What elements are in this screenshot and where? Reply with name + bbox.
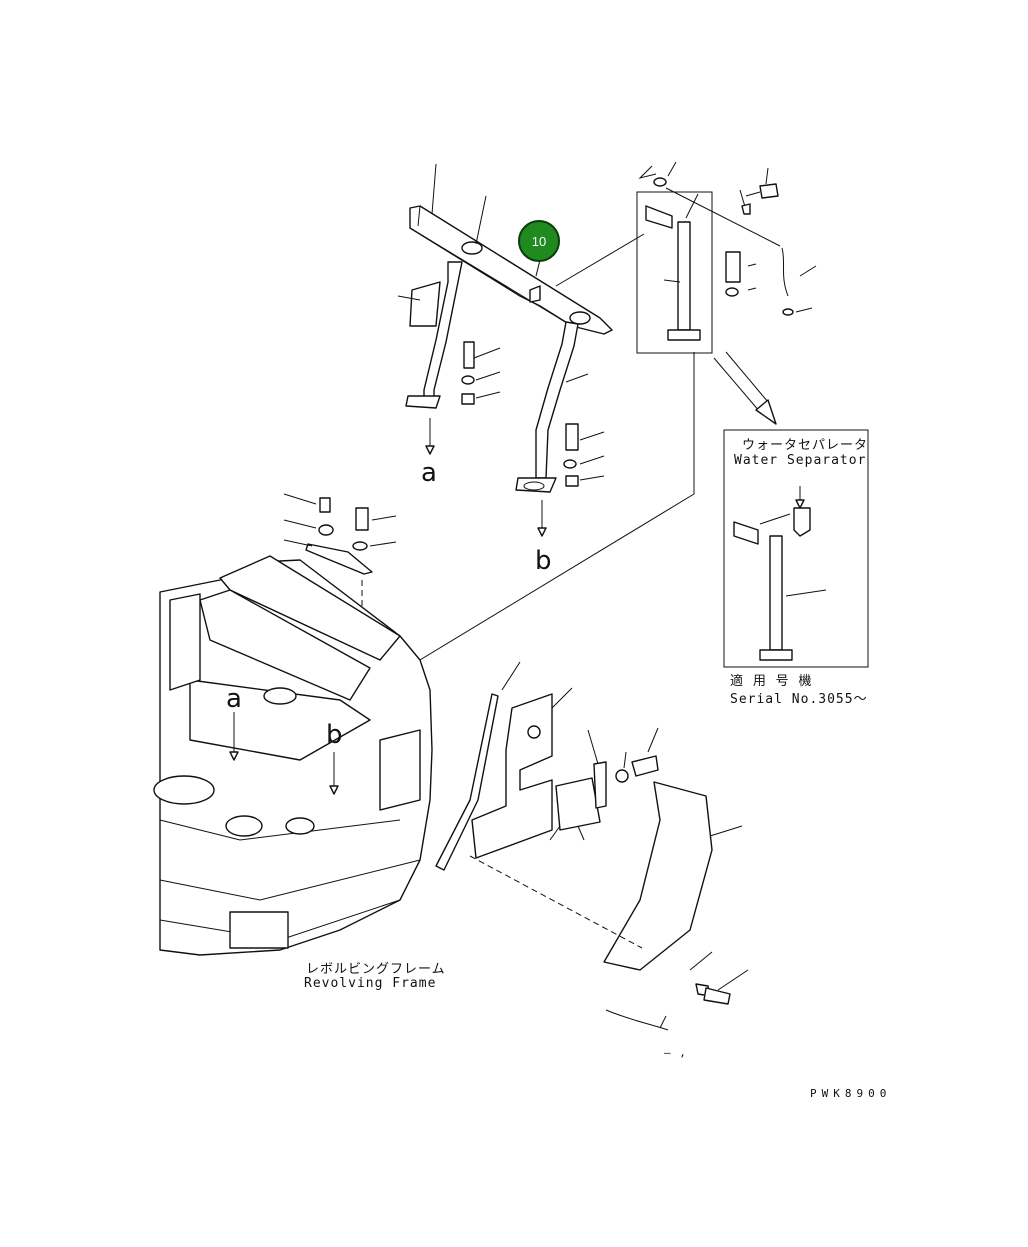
- water-separator-box: [723, 429, 869, 668]
- serial-label-jp: 適 用 号 機: [730, 674, 813, 689]
- serial-label-en: Serial No.3055〜: [730, 692, 868, 707]
- reference-letter-b: b: [535, 546, 552, 576]
- revolving-frame-label-en: Revolving Frame: [304, 976, 437, 991]
- water-separator-label-en: Water Separator: [734, 453, 867, 468]
- mount-plate-assembly: [283, 493, 397, 640]
- part-marker: – ,: [664, 1046, 687, 1059]
- reference-letter-b-frame: b: [326, 720, 343, 750]
- water-separator-label-jp: ウォータセパレータ: [742, 438, 869, 453]
- drawing-code: PWK8900: [810, 1087, 892, 1100]
- reference-letter-a: a: [421, 458, 437, 488]
- callout-number-badge[interactable]: 10: [518, 220, 560, 262]
- revolving-frame: [153, 555, 433, 956]
- reference-letter-a-frame: a: [226, 684, 242, 714]
- side-covers: [435, 661, 749, 1031]
- tube-stand-detail: [409, 161, 817, 667]
- upper-bracket-assembly: [397, 163, 645, 537]
- revolving-frame-label-jp: レボルビングフレーム: [306, 962, 446, 977]
